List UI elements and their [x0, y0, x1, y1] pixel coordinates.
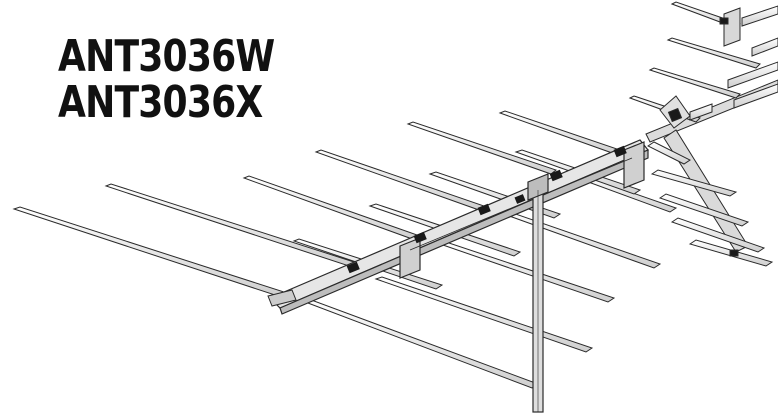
clip [613, 145, 627, 158]
clip [514, 194, 526, 204]
clip [477, 203, 491, 216]
vhf-element [104, 183, 356, 267]
model-number-w: ANT3036W [58, 31, 275, 82]
vhf-element [298, 297, 540, 389]
model-number-x: ANT3036X [58, 77, 263, 128]
boom [268, 139, 649, 315]
clip [549, 169, 563, 182]
vhf-element [498, 110, 622, 155]
uhf-section [628, 1, 778, 267]
vhf-element [438, 241, 616, 303]
vhf-elements [12, 110, 678, 389]
vhf-element [406, 121, 558, 175]
vhf-element [242, 175, 422, 241]
clip [346, 261, 360, 274]
boom-end-cap [267, 289, 297, 307]
mast [527, 173, 549, 413]
vhf-element [496, 209, 662, 269]
model-title: ANT3036W ANT3036X [58, 31, 275, 128]
element-clips [346, 145, 627, 274]
vhf-element [12, 206, 286, 297]
clip [413, 231, 427, 244]
